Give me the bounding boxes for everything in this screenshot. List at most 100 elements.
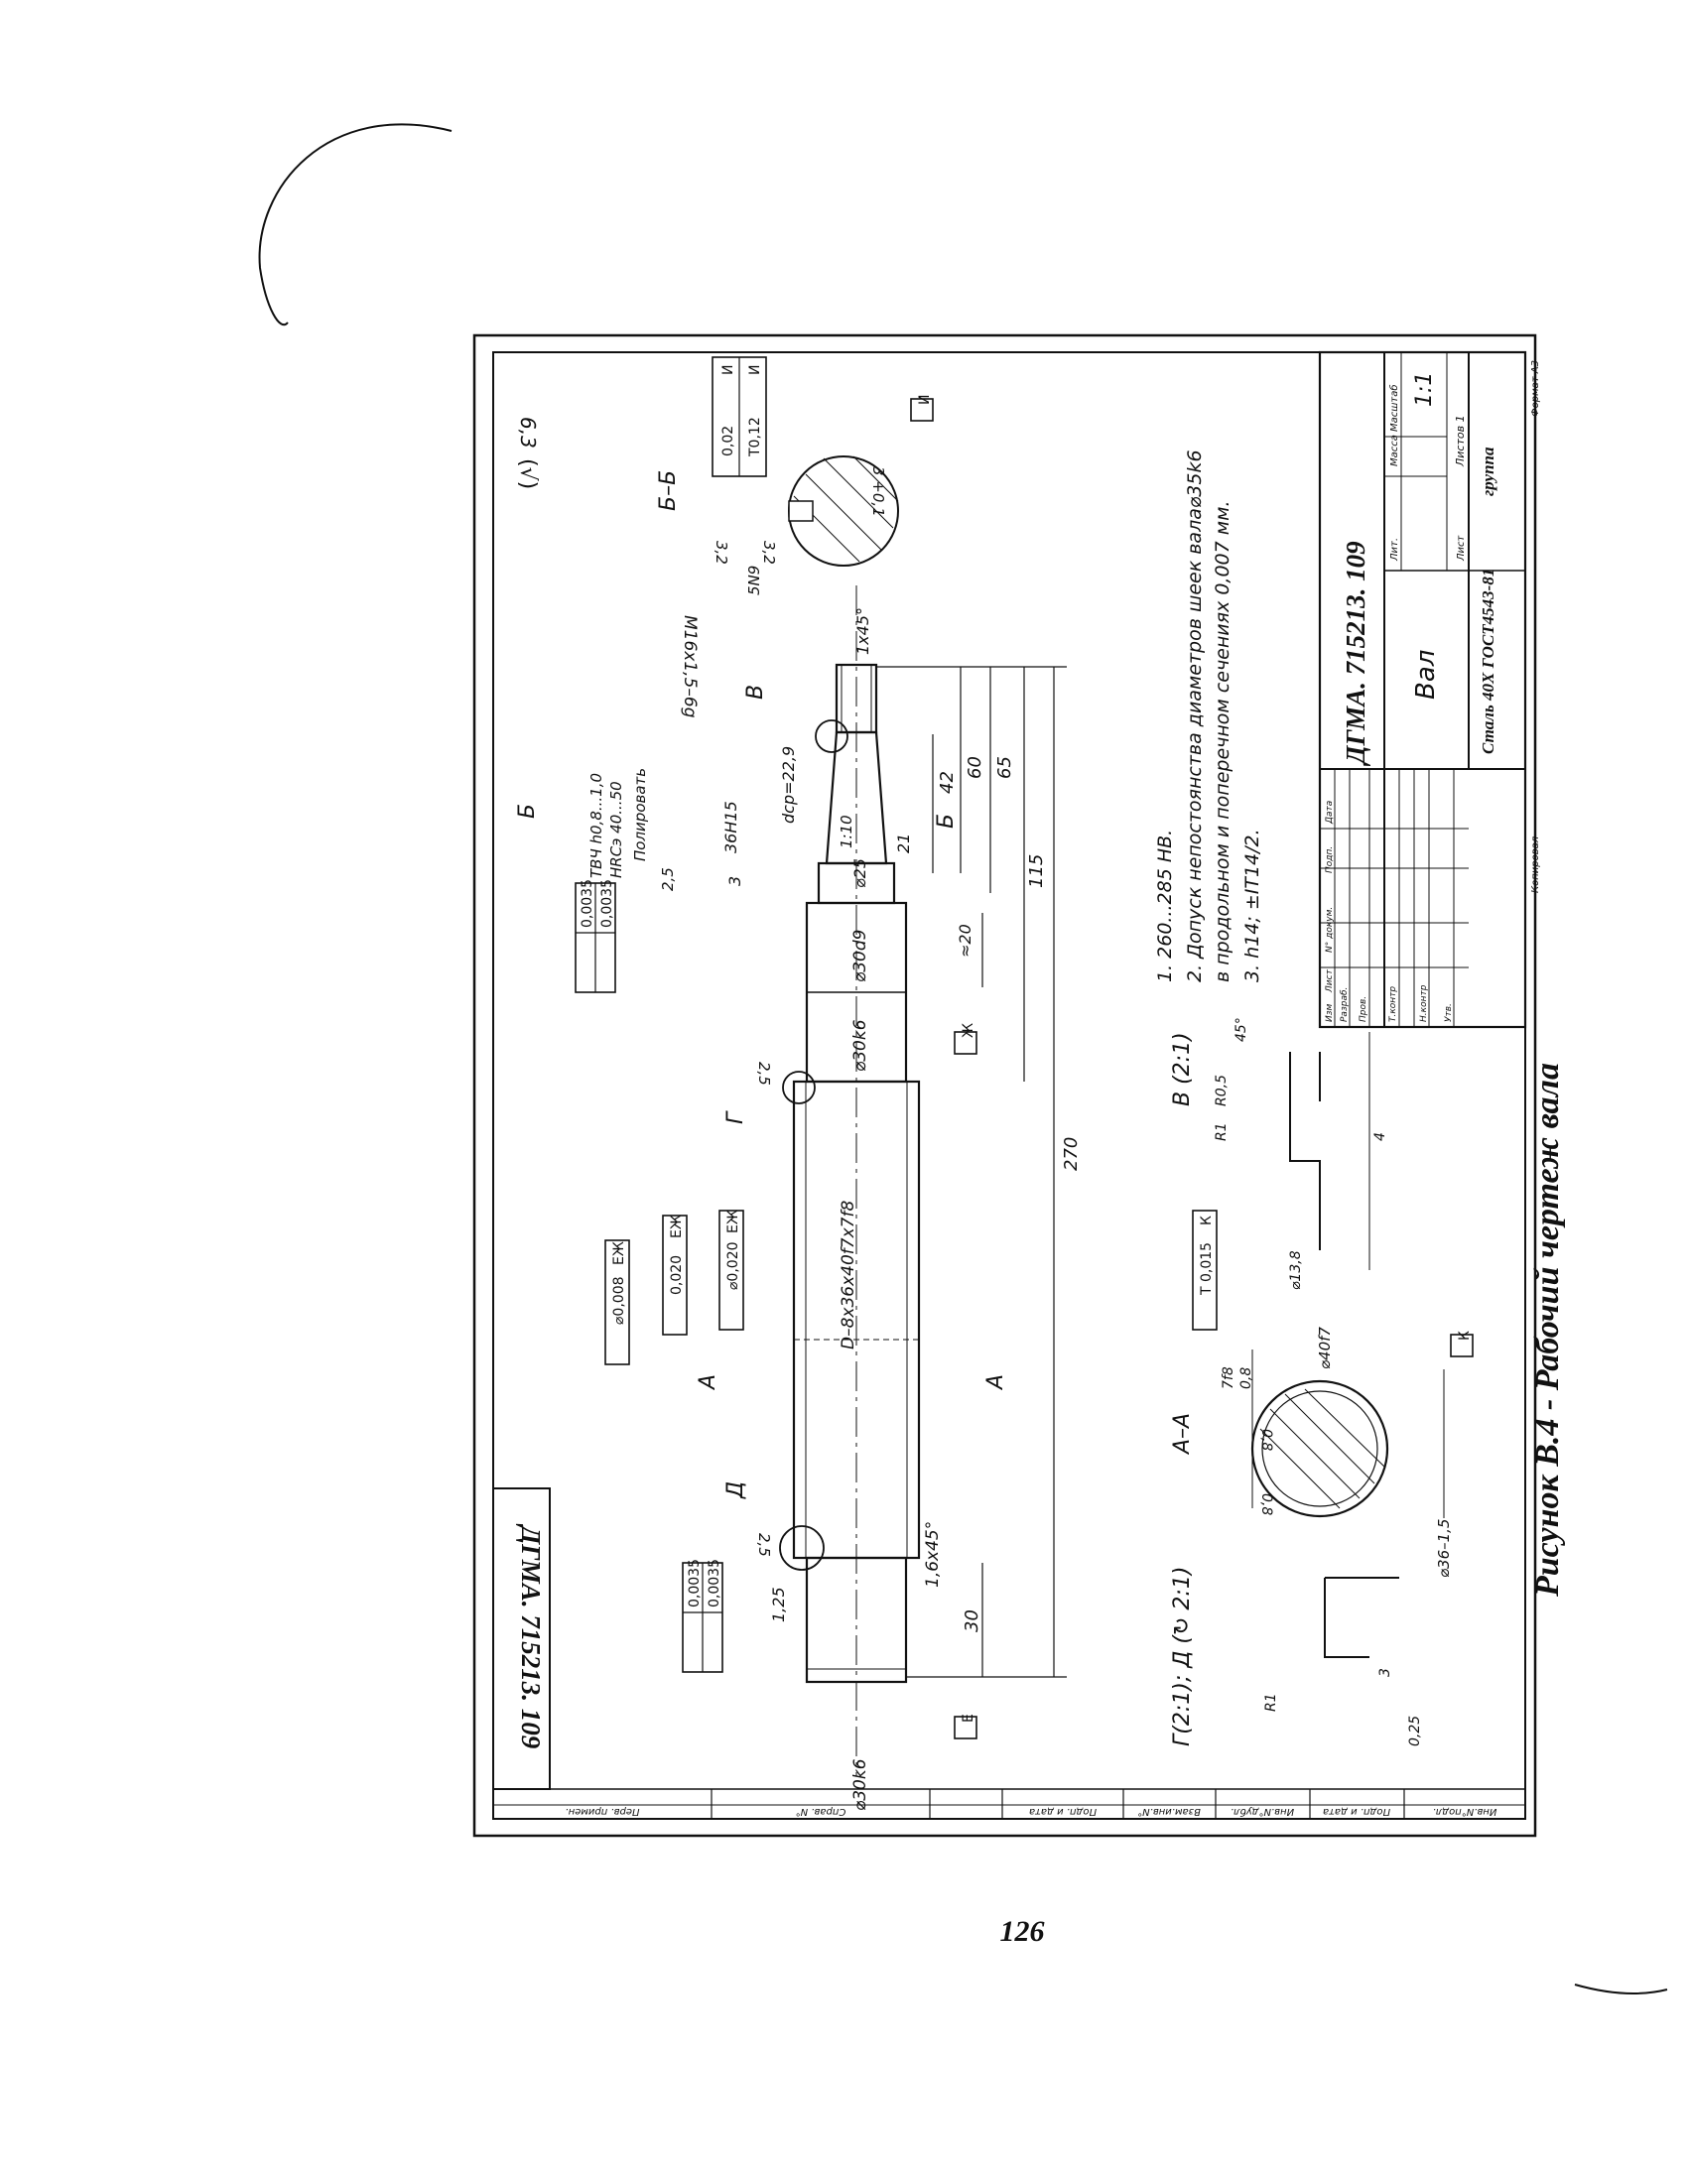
rough-25a: 2,5 [755, 1533, 773, 1557]
dim-thread: M16x1,5–6g [680, 615, 700, 718]
part-name: Вал [1411, 650, 1441, 700]
view-gd-title: Г(2:1); Д (↻ 2:1) [1170, 1567, 1195, 1746]
dim-270: 270 [1061, 1137, 1082, 1171]
drawing-number-rotated: ДГМА. 715213. 109 [516, 1523, 546, 1749]
technical-notes: 1. 260...285 HB. 2. Допуск непостоянства… [1154, 450, 1263, 982]
dimension-texts: 270 115 65 60 42 21 ≈20 30 3 ⌀30k6 ⌀30k6… [587, 607, 1082, 1811]
tb-sign: Подп. [1325, 846, 1335, 873]
tol-coax-008: ⌀0,008 [611, 1276, 627, 1325]
tb-mass: Масса [1389, 435, 1400, 466]
copied-label: Копировал [1530, 835, 1541, 893]
stamp-dubl: Инв.N°дубл. [1231, 1806, 1294, 1818]
tb-scale: 1:1 [1412, 372, 1437, 407]
tol-sym-012-base: И [747, 365, 763, 375]
stamp-vzam: Взам.инв.N° [1137, 1806, 1201, 1817]
view-aa: А–А ⌀40f7 ⌀36–1,5 7f8 0,8 0,8 0,8 [1170, 1327, 1453, 1578]
aa-08b: 0,8 [1258, 1429, 1274, 1451]
dim-dcp: dср=22,9 [779, 746, 798, 824]
datum-markers: Е Ж К И [910, 395, 1474, 1739]
tb-prov: Пров. [1359, 996, 1368, 1022]
aa-08c: 0,8 [1258, 1493, 1274, 1515]
dim-d25: ⌀25 [850, 858, 869, 888]
view-v: В (2:1) R1 R0,5 45° 4 ⌀13,8 [1170, 1017, 1388, 1290]
dim-21: 21 [894, 834, 913, 853]
dim-36h15: 36H15 [721, 801, 740, 853]
tb-izm: Изм [1325, 1003, 1335, 1022]
datum-zh: Ж [961, 1023, 976, 1038]
title-block-text: ДГМА. 715213. 109 Вал Сталь 40Х ГОСТ4543… [1325, 360, 1541, 1022]
note-1: 1. 260...285 HB. [1154, 830, 1176, 982]
dim-chamfer-left: 1,6x45° [923, 1521, 943, 1588]
dim-30: 30 [962, 1609, 982, 1632]
aa-08a: 0,8 [1238, 1367, 1254, 1389]
tol-runout-020-base: ЕЖ [669, 1215, 685, 1238]
datum-k: К [1457, 1331, 1473, 1341]
dimension-lines [876, 666, 1067, 1678]
stamp-podp-2: Подп. и дата [1323, 1806, 1390, 1817]
label-sec-a: А [696, 1374, 720, 1391]
rough-25c: 2,5 [659, 867, 677, 891]
gd-3: 3 [1377, 1668, 1393, 1677]
gd-r1: R1 [1263, 1693, 1279, 1712]
sheet-outer-frame [472, 333, 1537, 1838]
tb-nkontr: Н.контр [1419, 984, 1429, 1022]
gd-025: 0,25 [1407, 1716, 1423, 1746]
tol-coax-008-base: ЕЖ [611, 1241, 627, 1265]
tol-par-002-base: И [720, 365, 736, 375]
dim-42: 42 [937, 771, 958, 794]
aa-d36: ⌀36–1,5 [1435, 1519, 1453, 1578]
rough-32b: 3,2 [760, 541, 778, 565]
v-r05: R0,5 [1214, 1075, 1230, 1106]
dim-taper: 1:10 [838, 815, 855, 848]
dim-3: 3 [725, 876, 744, 886]
key-5n9: 5N9 [745, 566, 763, 595]
dim-20: ≈20 [956, 924, 974, 958]
polish-note: Полировать [631, 768, 649, 861]
datum-e: Е [961, 1714, 976, 1723]
tb-lit: Лит. [1389, 538, 1400, 562]
hardening-2: HRCэ 40...50 [607, 781, 625, 878]
tol-sym-012: T0,12 [747, 417, 763, 457]
tol-round-a: 0,0035 [580, 879, 595, 928]
detail-circle-g [782, 1071, 816, 1104]
tb-sheets: Листов 1 [1454, 415, 1467, 467]
hardening-1: ТВЧ h0,8...1,0 [587, 773, 605, 878]
material-group: группа [1479, 447, 1497, 496]
aa-7f8: 7f8 [1221, 1366, 1236, 1389]
side-stamp: Перв. примен. Справ. N° Подп. и дата Вза… [493, 1788, 1525, 1819]
drawing-number-box: ДГМА. 715213. 109 [492, 1487, 551, 1790]
dim-65: 65 [994, 756, 1015, 779]
figure-caption: Рисунок В.4 - Рабочий чертеж вала [1529, 1062, 1566, 1598]
stamp-podp-1: Подп. и дата [1029, 1806, 1097, 1817]
key-depth: 3 +0,1 [869, 466, 887, 517]
title-block [1318, 350, 1527, 1029]
tol-par-002: 0,02 [720, 426, 736, 456]
label-sec-a2: А [983, 1374, 1008, 1391]
dim-d30k6-left: ⌀30k6 [850, 1758, 870, 1811]
v-r1: R1 [1214, 1122, 1230, 1141]
tol-coax-020-base: ЕЖ [725, 1210, 741, 1233]
tolerance-frames: 0,0035 0,0035 0,0035 0,0035 ⌀0,008 ЕЖ 0,… [575, 356, 1218, 1673]
tb-doc-no: N° докум. [1325, 907, 1335, 953]
rough-32a: 3,2 [713, 541, 730, 565]
roughness-general-value: 6,3 [516, 417, 540, 449]
aa-d40f7: ⌀40f7 [1316, 1327, 1334, 1369]
v-45: 45° [1234, 1017, 1249, 1042]
view-bb: Б–Б 5N9 3 +0,1 3,2 3,2 [656, 455, 899, 595]
tol-round-b: 0,0035 [687, 1559, 703, 1607]
dim-d30k6-mid: ⌀30k6 [850, 1019, 870, 1072]
section-labels: Б Б А А В Г Д [515, 685, 1008, 1499]
stamp-sprav: Справ. N° [796, 1806, 846, 1817]
tb-tkontr: Т.контр [1388, 986, 1398, 1022]
tb-scale-label: Масштаб [1388, 384, 1400, 432]
stamp-perv: Перв. примен. [565, 1806, 639, 1817]
scan-arc-top [258, 123, 453, 325]
tol-flat-b: 0,0035 [707, 1559, 722, 1607]
drawing-number-main: ДГМА. 715213. 109 [1341, 541, 1370, 767]
roughness-general-paren: (√) [515, 458, 540, 489]
shaft-main-view [792, 585, 921, 1776]
tol-flat-a: 0,0035 [599, 879, 615, 928]
note-2: 2. Допуск непостоянства диаметров шеек в… [1184, 450, 1206, 982]
